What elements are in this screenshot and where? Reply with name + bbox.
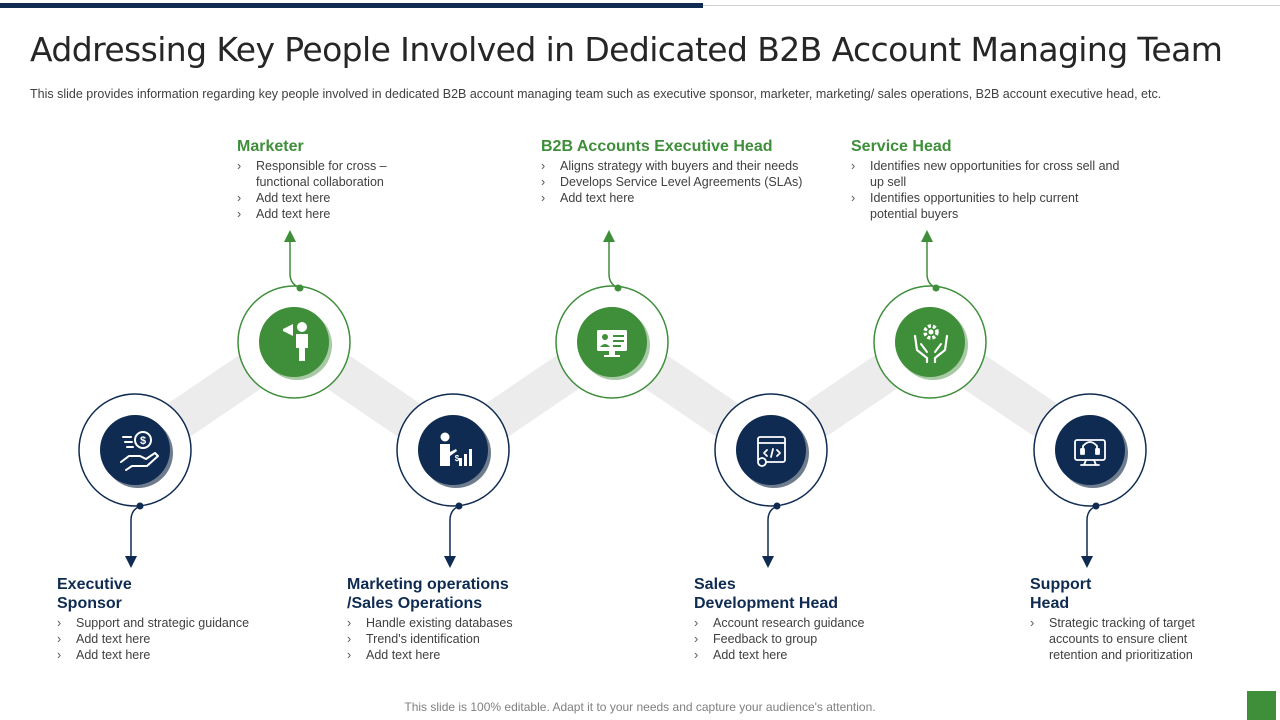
top-accent-bar xyxy=(0,3,703,8)
list-item: Account research guidance xyxy=(694,615,904,631)
page-subtitle: This slide provides information regardin… xyxy=(30,87,1162,101)
role-list: Handle existing databases Trend's identi… xyxy=(347,615,547,663)
role-title-line2: /Sales Operations xyxy=(347,595,483,612)
svg-text:$: $ xyxy=(140,435,146,447)
node-marketer xyxy=(237,230,351,399)
list-item: Responsible for cross – functional colla… xyxy=(237,158,417,190)
role-title: Service Head xyxy=(851,138,952,155)
list-item: Strategic tracking of target accounts to… xyxy=(1030,615,1220,663)
list-item: Feedback to group xyxy=(694,631,904,647)
presentation-monitor-icon xyxy=(597,330,627,357)
role-title-line2: Head xyxy=(1030,595,1070,612)
role-list: Support and strategic guidance Add text … xyxy=(57,615,287,663)
role-service-head: Service Head Identifies new opportunitie… xyxy=(851,137,1126,222)
role-title: Marketing operations /Sales Operations xyxy=(347,575,547,613)
role-title: Marketer xyxy=(237,138,304,155)
role-title-line1: Support xyxy=(1030,576,1092,593)
role-title-line1: Marketing operations xyxy=(347,576,509,593)
role-list: Responsible for cross – functional colla… xyxy=(237,158,437,222)
role-list: Identifies new opportunities for cross s… xyxy=(851,158,1126,222)
role-list: Strategic tracking of target accounts to… xyxy=(1030,615,1230,663)
role-b2b-executive-head: B2B Accounts Executive Head Aligns strat… xyxy=(541,137,841,206)
role-title: Sales Development Head xyxy=(694,575,904,613)
list-item: Add text here xyxy=(237,190,437,206)
list-item: Aligns strategy with buyers and their ne… xyxy=(541,158,841,174)
role-support-head: Support Head Strategic tracking of targe… xyxy=(1030,575,1230,663)
list-item: Add text here xyxy=(541,190,841,206)
role-title: Executive Sponsor xyxy=(57,575,287,613)
role-list: Aligns strategy with buyers and their ne… xyxy=(541,158,841,206)
role-title-line1: Sales xyxy=(694,576,736,593)
code-window-icon xyxy=(757,436,786,467)
list-item: Identifies opportunities to help current… xyxy=(851,190,1126,222)
list-item: Develops Service Level Agreements (SLAs) xyxy=(541,174,841,190)
list-item: Support and strategic guidance xyxy=(57,615,287,631)
list-item: Identifies new opportunities for cross s… xyxy=(851,158,1126,190)
role-title: B2B Accounts Executive Head xyxy=(541,138,773,155)
page-title: Addressing Key People Involved in Dedica… xyxy=(30,30,1223,69)
role-title-line2: Development Head xyxy=(694,595,839,612)
footer-note: This slide is 100% editable. Adapt it to… xyxy=(404,700,876,714)
node-service-head xyxy=(873,230,987,399)
list-item: Add text here xyxy=(347,647,547,663)
role-marketing-operations: Marketing operations /Sales Operations H… xyxy=(347,575,547,663)
node-executive-sponsor: $ xyxy=(78,393,192,568)
node-sales-development-head xyxy=(714,393,828,568)
hands-gear-icon xyxy=(913,324,949,364)
role-sales-development-head: Sales Development Head Account research … xyxy=(694,575,904,663)
role-marketer: Marketer Responsible for cross – functio… xyxy=(237,137,437,222)
role-title-line1: Executive xyxy=(57,576,132,593)
svg-text:$: $ xyxy=(455,454,460,463)
list-item: Add text here xyxy=(694,647,904,663)
role-title-line2: Sponsor xyxy=(57,595,122,612)
role-list: Account research guidance Feedback to gr… xyxy=(694,615,904,663)
top-divider-line xyxy=(703,5,1280,6)
node-marketing-operations: $ xyxy=(396,393,510,568)
node-support-head xyxy=(1033,393,1147,568)
list-item: Trend's identification xyxy=(347,631,547,647)
headset-monitor-icon xyxy=(1074,439,1106,466)
corner-accent xyxy=(1247,691,1276,720)
list-item: Add text here xyxy=(57,647,287,663)
node-b2b-executive-head xyxy=(555,230,669,399)
presenter-chart-icon: $ xyxy=(440,432,472,466)
list-item: Add text here xyxy=(237,206,437,222)
list-item: Add text here xyxy=(57,631,287,647)
hand-dollar-icon: $ xyxy=(120,431,159,471)
megaphone-person-icon xyxy=(283,322,308,361)
role-title: Support Head xyxy=(1030,575,1230,613)
list-item: Handle existing databases xyxy=(347,615,547,631)
role-executive-sponsor: Executive Sponsor Support and strategic … xyxy=(57,575,287,663)
